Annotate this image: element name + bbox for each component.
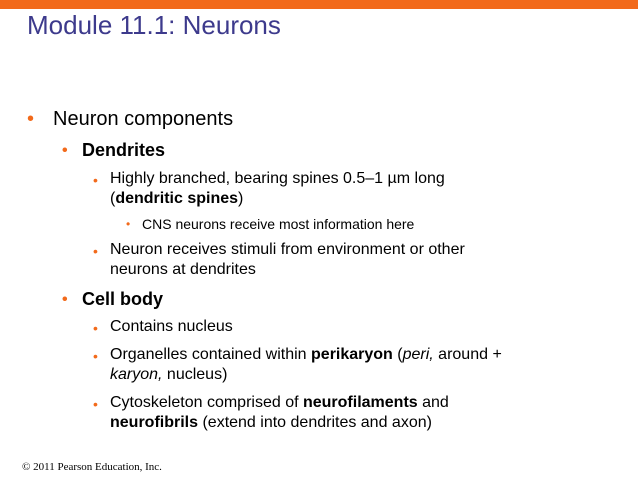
- bullet-marker: •: [27, 108, 35, 130]
- bullet-marker: •: [93, 243, 98, 259]
- bullet-dendrites: Dendrites: [82, 140, 166, 160]
- bullet-stimuli-line2: neurons at dendrites: [110, 261, 256, 278]
- bullet-marker: •: [93, 348, 98, 364]
- bullet-organelles-line1: Organelles contained within perikaryon (…: [110, 346, 502, 363]
- bullet-marker: •: [93, 396, 98, 412]
- bullet-cytoskeleton-line1: Cytoskeleton comprised of neurofilaments…: [110, 394, 449, 411]
- bullet-highly-branched-line1: Highly branched, bearing spines 0.5–1 µm…: [110, 170, 445, 187]
- term-perikaryon: perikaryon: [311, 346, 393, 363]
- slide-title: Module 11.1: Neurons: [27, 10, 281, 40]
- bullet-organelles-line2: karyon, nucleus): [110, 366, 228, 383]
- bullet-marker: •: [126, 217, 131, 231]
- bullet-marker: •: [93, 172, 98, 188]
- bullet-marker: •: [62, 142, 68, 159]
- term-neurofibrils: neurofibrils: [110, 414, 199, 431]
- top-accent-bar: [0, 0, 638, 9]
- bullet-marker: •: [93, 320, 98, 336]
- bullet-highly-branched-line2: (dendritic spines): [110, 190, 244, 207]
- bullet-marker: •: [62, 291, 68, 308]
- bullet-cns-neurons: CNS neurons receive most information her…: [142, 216, 415, 232]
- bullet-neuron-components: Neuron components: [53, 108, 234, 130]
- term-neurofilaments: neurofilaments: [302, 394, 418, 411]
- term-dendritic-spines: dendritic spines: [115, 190, 239, 207]
- bullet-cell-body: Cell body: [82, 289, 164, 309]
- copyright-footer: © 2011 Pearson Education, Inc.: [22, 461, 162, 473]
- bullet-stimuli-line1: Neuron receives stimuli from environment…: [110, 241, 465, 258]
- bullet-cytoskeleton-line2: neurofibrils (extend into dendrites and …: [110, 414, 432, 431]
- bullet-contains-nucleus: Contains nucleus: [110, 318, 233, 335]
